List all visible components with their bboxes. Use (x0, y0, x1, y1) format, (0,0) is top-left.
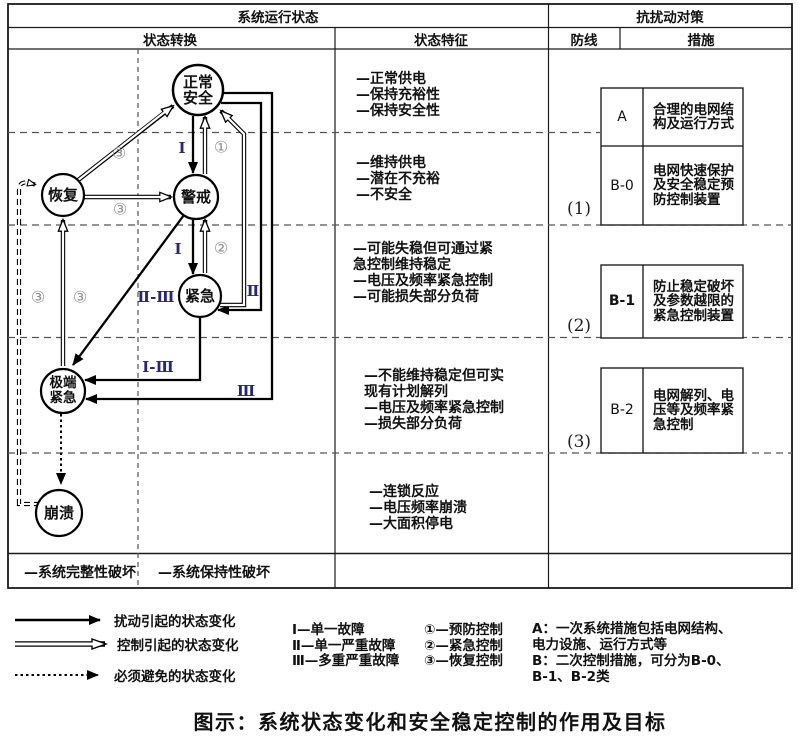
state-emergency: 紧急 (184, 287, 216, 305)
edge-label-alert-to-normal: ① (213, 137, 229, 157)
state-recovery: 恢复 (47, 186, 79, 204)
box-b2-key: B-2 (610, 402, 634, 418)
control-arrows (63, 104, 247, 366)
edge-label-emergency-to-extreme: Ⅰ-Ⅲ (142, 358, 174, 376)
edge-label-collapse-to-recovery: ③ (30, 287, 46, 307)
feature-extreme: —不能维持稳定但可实 现有计划解列 —电压及频率紧急控制 —损失部分负荷 (364, 368, 504, 432)
legend-arrows (15, 615, 109, 680)
legend-dotted-label: 必须避免的状态变化 (114, 669, 236, 685)
feature-collapse: —连锁反应 —电压频率崩溃 —大面积停电 (369, 484, 467, 532)
legend-measure-classes: A：一次系统措施包括电网结构、 电力设施、运行方式等 B：二次控制措施，可分为B… (532, 621, 732, 685)
measure-boxes (600, 87, 744, 454)
legend-fault-levels: Ⅰ—单一故障 Ⅱ—单一严重故障 Ⅲ—多重严重故障 (292, 622, 400, 669)
header-system-state: 系统运行状态 (237, 10, 319, 26)
box-b1-text: 防止稳定破坏 及参数越限的 紧急控制装置 (653, 278, 734, 324)
box-a-text: 合理的电网结 构及运行方式 (653, 101, 734, 132)
legend-hollow-label: 控制引起的状态变化 (117, 638, 239, 654)
defense-group-1: (1) (566, 199, 592, 219)
box-a-b0 (600, 87, 744, 226)
state-circles (34, 63, 225, 538)
header-feature: 状态特征 (414, 32, 468, 49)
legend-control-types: ①—预防控制 ②—紧急控制 ③—恢复控制 (424, 622, 503, 669)
state-recovery-circle (40, 172, 86, 218)
edge-label-alert-to-emergency: Ⅰ (174, 240, 182, 258)
edge-label-normal-to-alert: Ⅰ (178, 139, 186, 157)
disturbance-arrows (56, 91, 274, 485)
state-alert: 警戒 (180, 188, 212, 206)
state-collapse: 崩溃 (43, 504, 75, 522)
arrow-normal-to-extreme (85, 91, 274, 404)
header-transition: 状态转换 (143, 32, 197, 49)
state-extreme-circle (39, 367, 87, 415)
box-b0-key: B-0 (610, 178, 634, 194)
box-b2 (600, 367, 744, 454)
header-defense-line: 防线 (570, 32, 598, 49)
state-normal-safe: 正常 安全 (182, 73, 214, 107)
box-b1 (600, 264, 744, 339)
edge-label-recovery-to-alert: ③ (112, 199, 128, 219)
defense-group-2: (2) (566, 316, 592, 336)
footer-integrity: —系统完整性破坏 (24, 565, 136, 581)
state-emergency-circle (177, 273, 223, 319)
arrow-normal-to-emergency (217, 101, 263, 315)
table-grid (7, 3, 793, 589)
arrow-emergency-to-extreme (84, 318, 202, 385)
state-extreme-emergency: 极端 紧急 (49, 375, 77, 406)
edge-label-extreme-to-recovery: ③ (72, 287, 88, 307)
box-b2-text: 电网解列、电 压等及频率紧 急控制 (653, 387, 734, 433)
state-alert-circle (172, 173, 220, 221)
feature-normal: —正常供电 —保持充裕性 —保持安全性 (356, 71, 440, 119)
box-b0-text: 电网快速保护 及安全稳定预 防控制装置 (653, 162, 734, 208)
feature-emergency: —可能失稳但可通过紧 急控制维持稳定 —电压及频率紧急控制 —可能损失部分负荷 (353, 241, 493, 305)
figure-caption: 图示：系统状态变化和安全稳定控制的作用及目标 (193, 710, 667, 734)
legend-solid-label: 扰动引起的状态变化 (114, 614, 236, 630)
box-a-key: A (617, 109, 627, 125)
header-measure: 措施 (687, 32, 715, 49)
feature-alert: —维持供电 —潜在不充裕 —不安全 (356, 155, 440, 203)
arrow-recovery-to-normal (75, 104, 173, 183)
arrow-alert-to-extreme (72, 214, 185, 366)
state-normal-circle (171, 63, 225, 117)
box-b1-key: B-1 (608, 293, 636, 309)
arrow-emergency-to-normal (220, 111, 247, 308)
defense-group-3: (3) (566, 432, 592, 452)
edge-label-normal-to-extreme: Ⅲ (236, 382, 256, 400)
edge-label-recovery-to-normal: ③ (111, 143, 127, 163)
arrow-collapse-to-recovery (16, 182, 40, 507)
header-countermeasure: 抗扰动对策 (636, 10, 704, 26)
edge-label-alert-to-extreme: Ⅱ-Ⅲ (137, 288, 175, 306)
footer-retention: —系统保持性破坏 (158, 565, 270, 581)
edge-label-normal-to-emergency: Ⅱ (246, 282, 260, 300)
state-collapse-circle (34, 488, 84, 538)
edge-label-emergency-to-alert: ② (213, 238, 229, 258)
